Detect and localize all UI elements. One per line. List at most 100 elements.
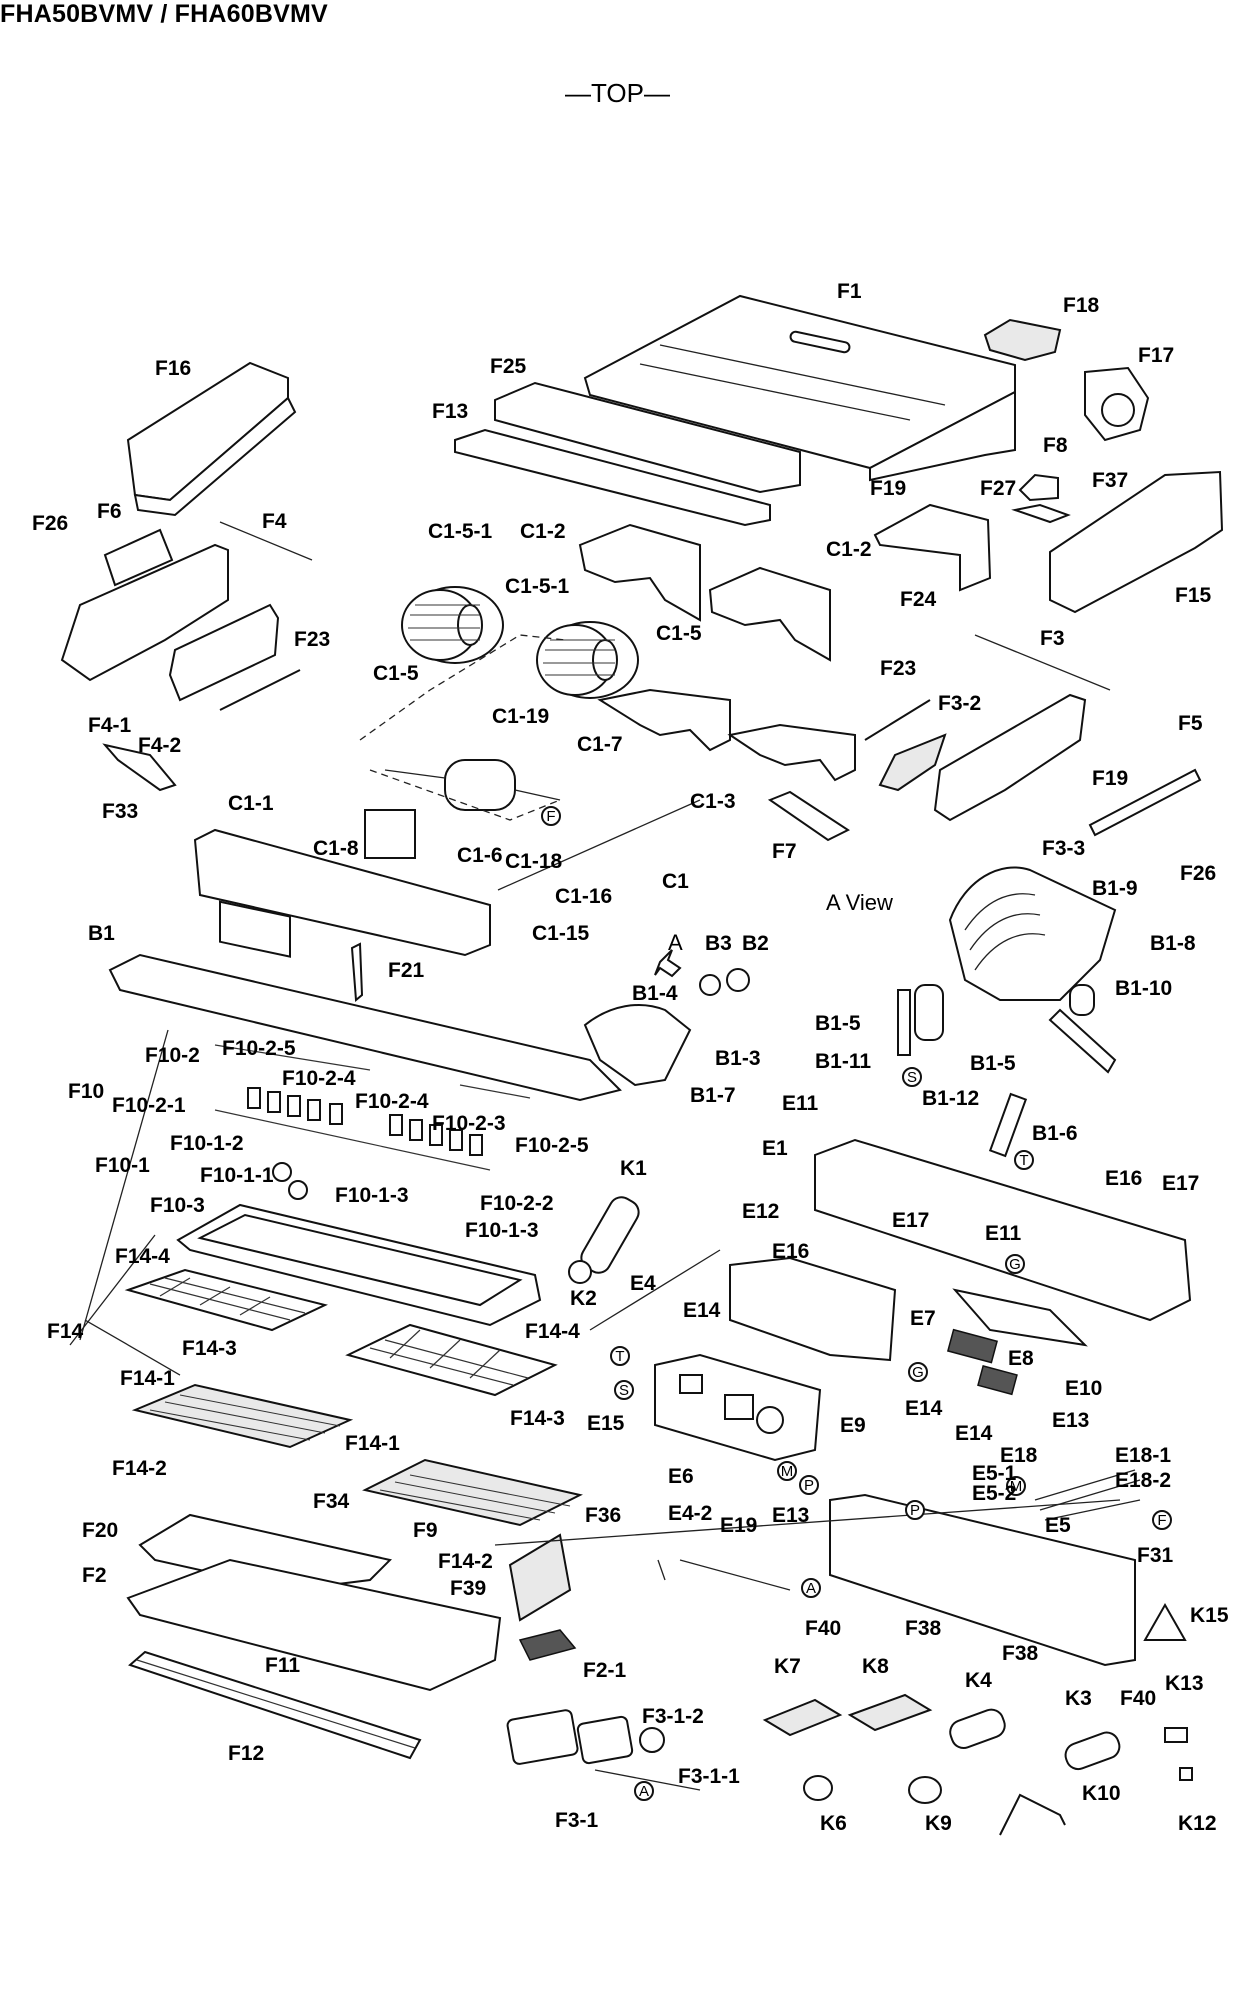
part-number-labels: F1 F18 F16 F25 F17 F13 F8 F37 F19 F27 F2… bbox=[32, 280, 1229, 1835]
part-label: B1-4 bbox=[632, 982, 678, 1005]
part-label: F9 bbox=[413, 1519, 438, 1542]
bracket-f6 bbox=[103, 528, 174, 587]
part-label: C1-5-1 bbox=[428, 520, 493, 543]
part-label: F34 bbox=[313, 1490, 350, 1513]
svg-text:A: A bbox=[639, 1783, 649, 1800]
marker-p-2: P bbox=[905, 1500, 925, 1520]
knob-f10-1-2 bbox=[272, 1162, 292, 1182]
part-label: E13 bbox=[1052, 1409, 1089, 1432]
clip-k13 bbox=[1164, 1727, 1188, 1743]
pipe-assembly-b1-4 bbox=[583, 1004, 692, 1087]
strip-f10-2-1 bbox=[214, 1109, 491, 1171]
part-label: C1-15 bbox=[532, 922, 590, 945]
page-title: FHA50BVMV / FHA60BVMV bbox=[0, 0, 328, 28]
part-label: K12 bbox=[1178, 1812, 1217, 1835]
strip-f10-2-5b bbox=[459, 1084, 531, 1099]
part-label: F27 bbox=[980, 477, 1016, 500]
marker-m-2: M bbox=[1006, 1476, 1026, 1496]
filter-drier-b1-10 bbox=[1069, 984, 1095, 1016]
grommet-k6 bbox=[803, 1775, 833, 1801]
lower-housing-c1-3a bbox=[597, 688, 731, 752]
part-label: B1-5 bbox=[970, 1052, 1016, 1075]
part-label: K2 bbox=[570, 1287, 597, 1310]
part-label: E11 bbox=[782, 1092, 819, 1115]
part-label: F18 bbox=[1063, 294, 1100, 317]
control-plate-e4 bbox=[729, 1256, 897, 1362]
part-label: F19 bbox=[1092, 767, 1128, 790]
svg-text:S: S bbox=[907, 1069, 917, 1086]
part-label: B1-3 bbox=[715, 1047, 761, 1070]
part-label: F26 bbox=[1180, 862, 1216, 885]
marker-f-1: F bbox=[1152, 1510, 1172, 1530]
part-label: B1-8 bbox=[1150, 932, 1196, 955]
bracket-f33 bbox=[102, 743, 177, 792]
nut-b2 bbox=[726, 968, 750, 992]
part-label: F10-2-1 bbox=[112, 1094, 186, 1117]
top-panel-f1 bbox=[583, 294, 1016, 482]
part-label: E18-2 bbox=[1115, 1469, 1171, 1492]
part-label: E19 bbox=[720, 1514, 757, 1537]
part-label: E13 bbox=[772, 1504, 809, 1527]
grille-f25 bbox=[494, 381, 801, 494]
heat-exchanger-b1-9 bbox=[948, 866, 1117, 1074]
part-label: F14-2 bbox=[112, 1457, 167, 1480]
marker-t-1: T bbox=[1014, 1150, 1034, 1170]
clamp-k10 bbox=[999, 1793, 1066, 1836]
nut-b3 bbox=[699, 974, 721, 996]
clips-f10-2-4 bbox=[247, 1087, 483, 1156]
leader-lines bbox=[69, 521, 1121, 1791]
part-label: C1-1 bbox=[228, 792, 274, 815]
front-flap-f12 bbox=[128, 1650, 422, 1760]
part-label: F12 bbox=[228, 1742, 264, 1765]
part-label: F33 bbox=[102, 800, 138, 823]
part-label: F14-2 bbox=[438, 1550, 493, 1573]
part-label: F17 bbox=[1138, 344, 1174, 367]
rod-f23b bbox=[864, 699, 931, 741]
part-label: F10-2-5 bbox=[222, 1037, 296, 1060]
circle-markers: S T G T S G M P M P F F A A bbox=[541, 806, 1172, 1801]
marker-s-1: S bbox=[902, 1067, 922, 1087]
part-label: F21 bbox=[388, 959, 425, 982]
air-filter-f14-4b bbox=[345, 1323, 558, 1397]
part-label: E14 bbox=[955, 1422, 993, 1445]
part-label: E8 bbox=[1008, 1347, 1034, 1370]
svg-text:M: M bbox=[781, 1463, 794, 1480]
cover-f31 bbox=[829, 1493, 1136, 1667]
part-label: K3 bbox=[1065, 1687, 1092, 1710]
part-label: E5-1 bbox=[972, 1462, 1017, 1485]
filter-f36 bbox=[508, 1533, 572, 1622]
part-label: C1-5 bbox=[373, 662, 419, 685]
panel-frame-f10-3 bbox=[176, 1203, 542, 1327]
part-label: C1-16 bbox=[555, 885, 612, 908]
insulation-k3 bbox=[1064, 1731, 1121, 1771]
sheet-k8 bbox=[847, 1693, 933, 1732]
part-label: F31 bbox=[1137, 1544, 1174, 1567]
part-label: F10 bbox=[68, 1080, 104, 1103]
part-label: F25 bbox=[490, 355, 527, 378]
part-label: F15 bbox=[1175, 584, 1212, 607]
part-label: F23 bbox=[880, 657, 916, 680]
part-label: F14-1 bbox=[120, 1367, 175, 1390]
svg-text:S: S bbox=[619, 1382, 629, 1399]
part-label: F2 bbox=[82, 1564, 107, 1587]
svg-text:G: G bbox=[912, 1364, 924, 1381]
part-label: K7 bbox=[774, 1655, 801, 1678]
part-label: F10-1-2 bbox=[170, 1132, 244, 1155]
part-label: F14-3 bbox=[510, 1407, 565, 1430]
part-label: F37 bbox=[1092, 469, 1128, 492]
svg-text:T: T bbox=[615, 1348, 624, 1365]
part-label: F10-2-2 bbox=[480, 1192, 554, 1215]
part-label: K1 bbox=[620, 1157, 647, 1180]
marker-p-1: P bbox=[799, 1475, 819, 1495]
part-label: E6 bbox=[668, 1465, 694, 1488]
part-label: F10-2-4 bbox=[355, 1090, 429, 1113]
grille-f34 bbox=[138, 1513, 392, 1592]
bracket-f27 bbox=[1011, 503, 1071, 524]
part-label: F38 bbox=[905, 1617, 942, 1640]
part-label: B1-6 bbox=[1032, 1122, 1078, 1145]
bracket-f5 bbox=[1088, 768, 1202, 837]
part-label: B1 bbox=[88, 922, 115, 945]
bracket-f3-2 bbox=[878, 733, 947, 792]
part-label: F3-1-1 bbox=[678, 1765, 740, 1788]
